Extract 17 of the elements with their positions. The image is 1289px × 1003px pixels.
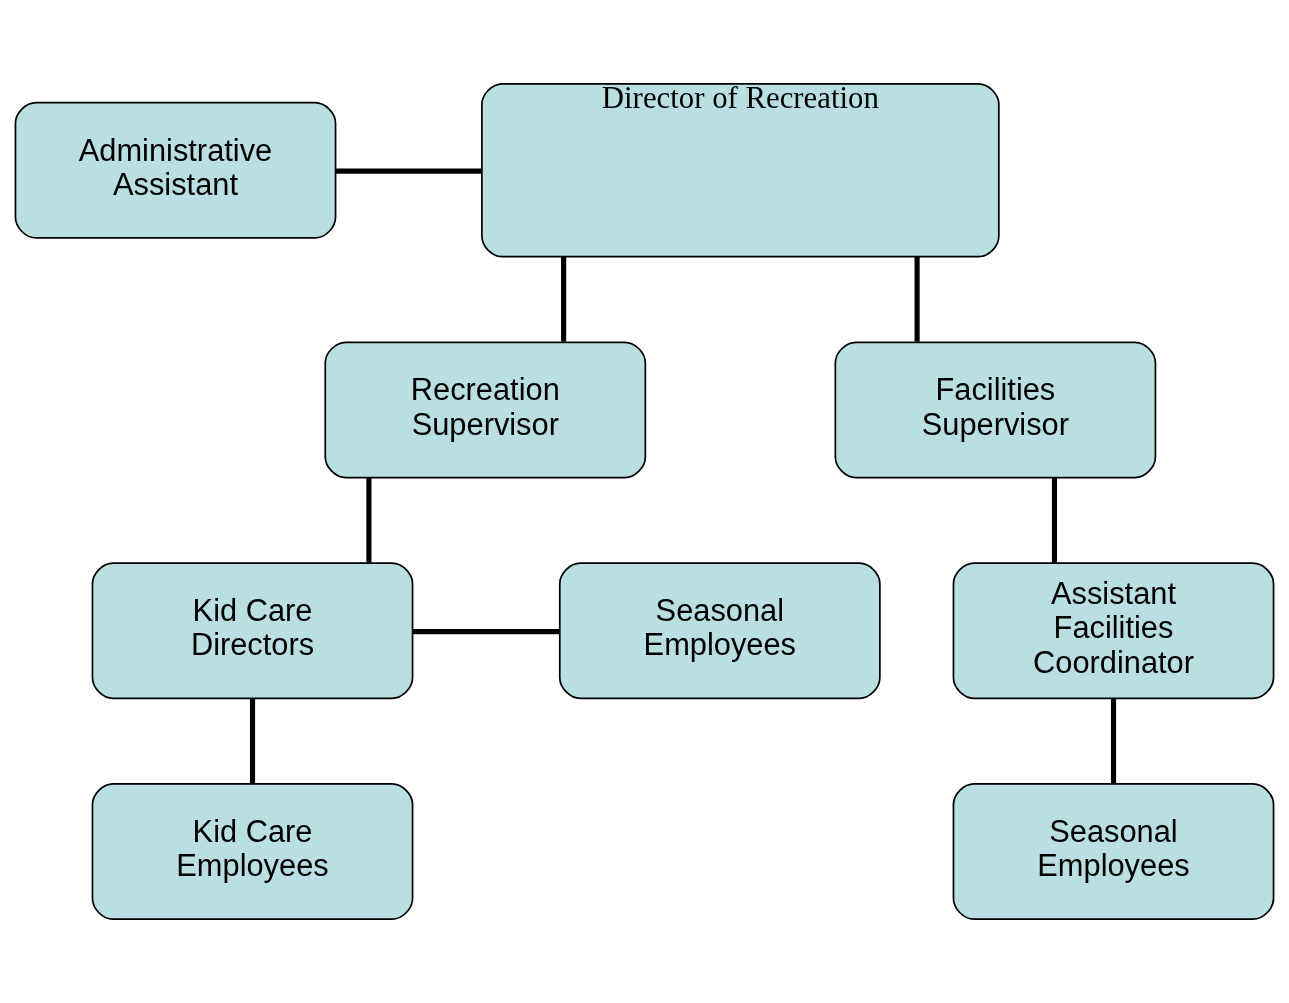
node-box: Administrative Assistant bbox=[14, 101, 337, 239]
node-box: Director of Recreation bbox=[481, 83, 1000, 258]
connector bbox=[1110, 698, 1117, 784]
connector bbox=[249, 698, 256, 784]
connector bbox=[366, 478, 372, 563]
node-box: Seasonal Employees bbox=[952, 783, 1275, 920]
connector bbox=[1051, 478, 1057, 563]
node-box: Kid Care Directors bbox=[91, 562, 414, 700]
node-box: Facilities Supervisor bbox=[834, 341, 1157, 479]
connector bbox=[914, 256, 920, 342]
node-box: Recreation Supervisor bbox=[324, 341, 647, 479]
node-box: Seasonal Employees bbox=[558, 562, 881, 700]
connector bbox=[335, 168, 482, 174]
connector bbox=[561, 256, 567, 342]
connector bbox=[412, 629, 560, 635]
node-box: Assistant Facilities Coordinator bbox=[952, 562, 1275, 700]
node-box: Kid Care Employees bbox=[91, 783, 414, 920]
